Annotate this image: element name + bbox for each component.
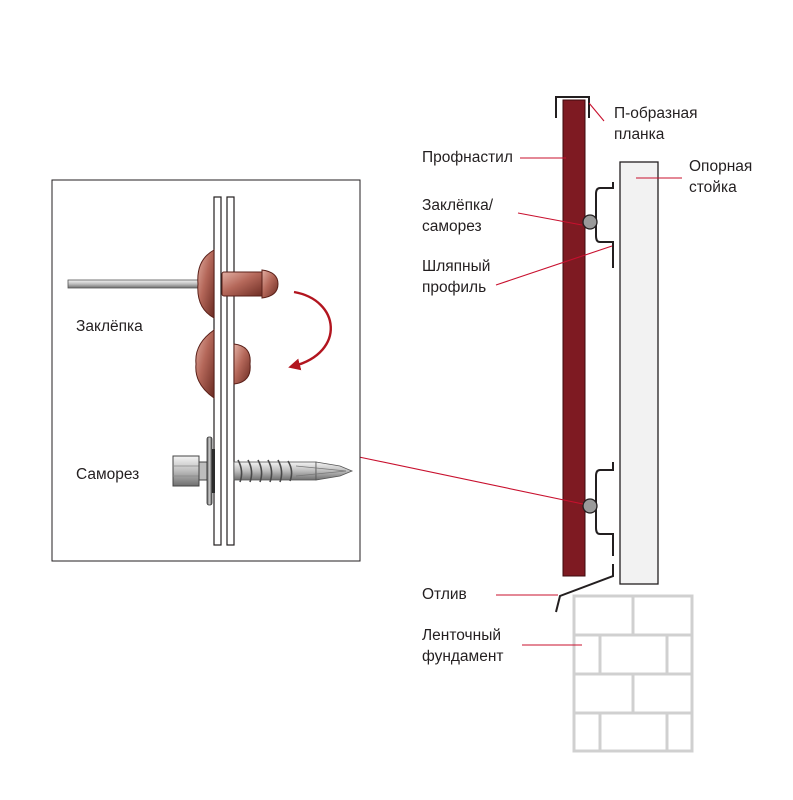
inset-sheet-2	[226, 196, 235, 546]
rivet-lower	[582, 498, 598, 514]
strip-foundation	[572, 594, 694, 753]
support-post	[619, 161, 659, 585]
label-foundation: Ленточный фундамент	[422, 627, 505, 665]
label-rivet-screw: Заклёпка/ саморез	[422, 197, 497, 235]
hat-profile-upper	[595, 182, 614, 268]
label-profiled-sheet: Профнастил	[422, 149, 513, 166]
label-drip: Отлив	[422, 586, 467, 603]
drip-flashing	[555, 564, 614, 613]
self-tapping-screw-icon	[172, 436, 354, 506]
curved-arrow-icon	[288, 290, 332, 371]
rivet-set-icon	[195, 329, 251, 399]
u-strip	[555, 96, 590, 118]
rivet-upper	[582, 214, 598, 230]
label-inset-screw: Саморез	[76, 466, 139, 483]
hat-profile-lower	[595, 462, 614, 556]
label-support-post: Опорная стойка	[689, 158, 757, 196]
inset-sheet-1	[213, 196, 222, 546]
profiled-sheet	[562, 99, 586, 577]
rivet-icon	[67, 249, 279, 319]
leader-lines	[358, 102, 682, 646]
label-inset-rivet: Заклёпка	[76, 318, 143, 335]
label-u-strip: П-образная планка	[614, 105, 702, 143]
label-hat-profile: Шляпный профиль	[422, 258, 495, 296]
